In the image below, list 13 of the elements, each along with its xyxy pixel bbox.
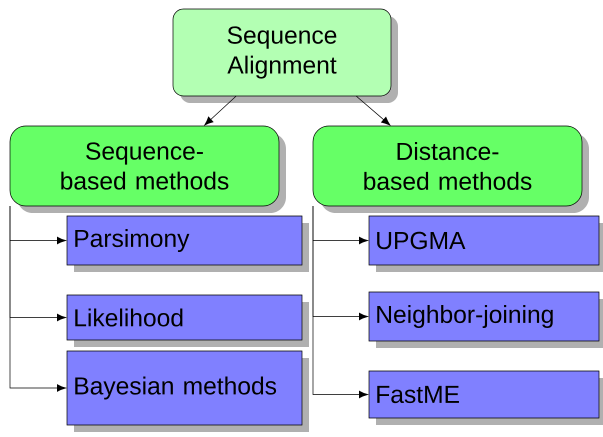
arrow <box>204 96 237 126</box>
method-box: FastME <box>368 370 603 425</box>
arrow <box>10 206 66 392</box>
method-box: Likelihood <box>66 294 309 347</box>
category-box: Distance-based methods <box>312 126 589 213</box>
method-box: Neighbor-joining <box>368 292 603 348</box>
method-box: UPGMA <box>368 216 603 272</box>
category-box: Sequence-based methods <box>10 126 286 213</box>
method-box: Bayesian methods <box>66 350 309 432</box>
method-box: Parsimony <box>66 216 309 272</box>
arrow <box>312 206 368 398</box>
arrow <box>356 96 390 126</box>
process-box: Sequence Alignment <box>172 8 398 103</box>
